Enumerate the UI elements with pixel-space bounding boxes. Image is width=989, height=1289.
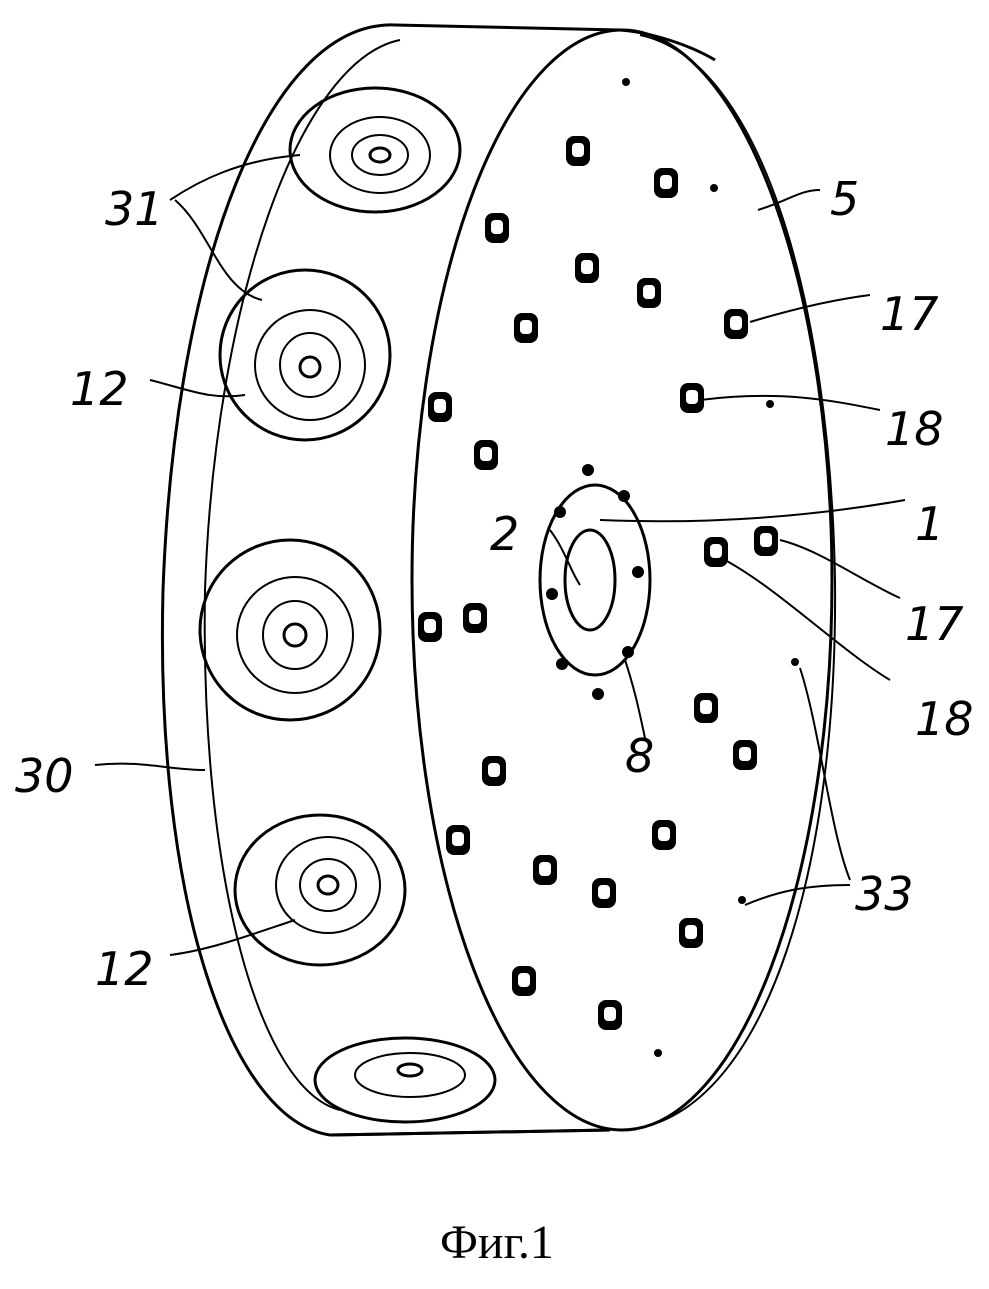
label-31: 31	[105, 182, 164, 236]
label-17-bottom: 17	[905, 597, 964, 651]
bolt	[566, 136, 590, 166]
label-5: 5	[830, 172, 859, 226]
label-12-top: 12	[70, 362, 129, 416]
side-unit-5	[315, 1038, 495, 1122]
bolt	[733, 740, 757, 770]
bolt	[482, 756, 506, 786]
label-1: 1	[915, 497, 944, 551]
face-bolts	[418, 78, 799, 1057]
bolt	[485, 213, 509, 243]
bolt	[446, 825, 470, 855]
bolt	[575, 253, 599, 283]
label-8: 8	[625, 729, 654, 783]
bolt	[680, 383, 704, 413]
bolt	[704, 537, 728, 567]
label-12-bottom: 12	[95, 942, 154, 996]
bolt	[512, 966, 536, 996]
bolt	[679, 918, 703, 948]
bolt	[533, 855, 557, 885]
bolt	[724, 309, 748, 339]
label-2: 2	[490, 507, 519, 561]
bolt	[654, 168, 678, 198]
bolt	[428, 392, 452, 422]
front-face	[412, 30, 835, 1130]
label-18-bottom: 18	[915, 692, 974, 746]
bolt	[598, 1000, 622, 1030]
side-unit-4	[235, 815, 405, 965]
bolt	[754, 526, 778, 556]
figure-caption: Фиг.1	[440, 1216, 554, 1269]
side-unit-2	[220, 270, 390, 440]
bolt	[694, 693, 718, 723]
label-33: 33	[855, 867, 914, 921]
bolt	[418, 612, 442, 642]
bolt	[514, 313, 538, 343]
bolt	[637, 278, 661, 308]
label-18-top: 18	[885, 402, 944, 456]
bolt	[652, 820, 676, 850]
label-17-top: 17	[880, 287, 939, 341]
label-30: 30	[15, 749, 74, 803]
bolt	[474, 440, 498, 470]
hub	[540, 464, 650, 700]
bolt	[463, 603, 487, 633]
bolt	[592, 878, 616, 908]
side-unit-1	[290, 88, 460, 212]
side-unit-3	[200, 540, 380, 720]
